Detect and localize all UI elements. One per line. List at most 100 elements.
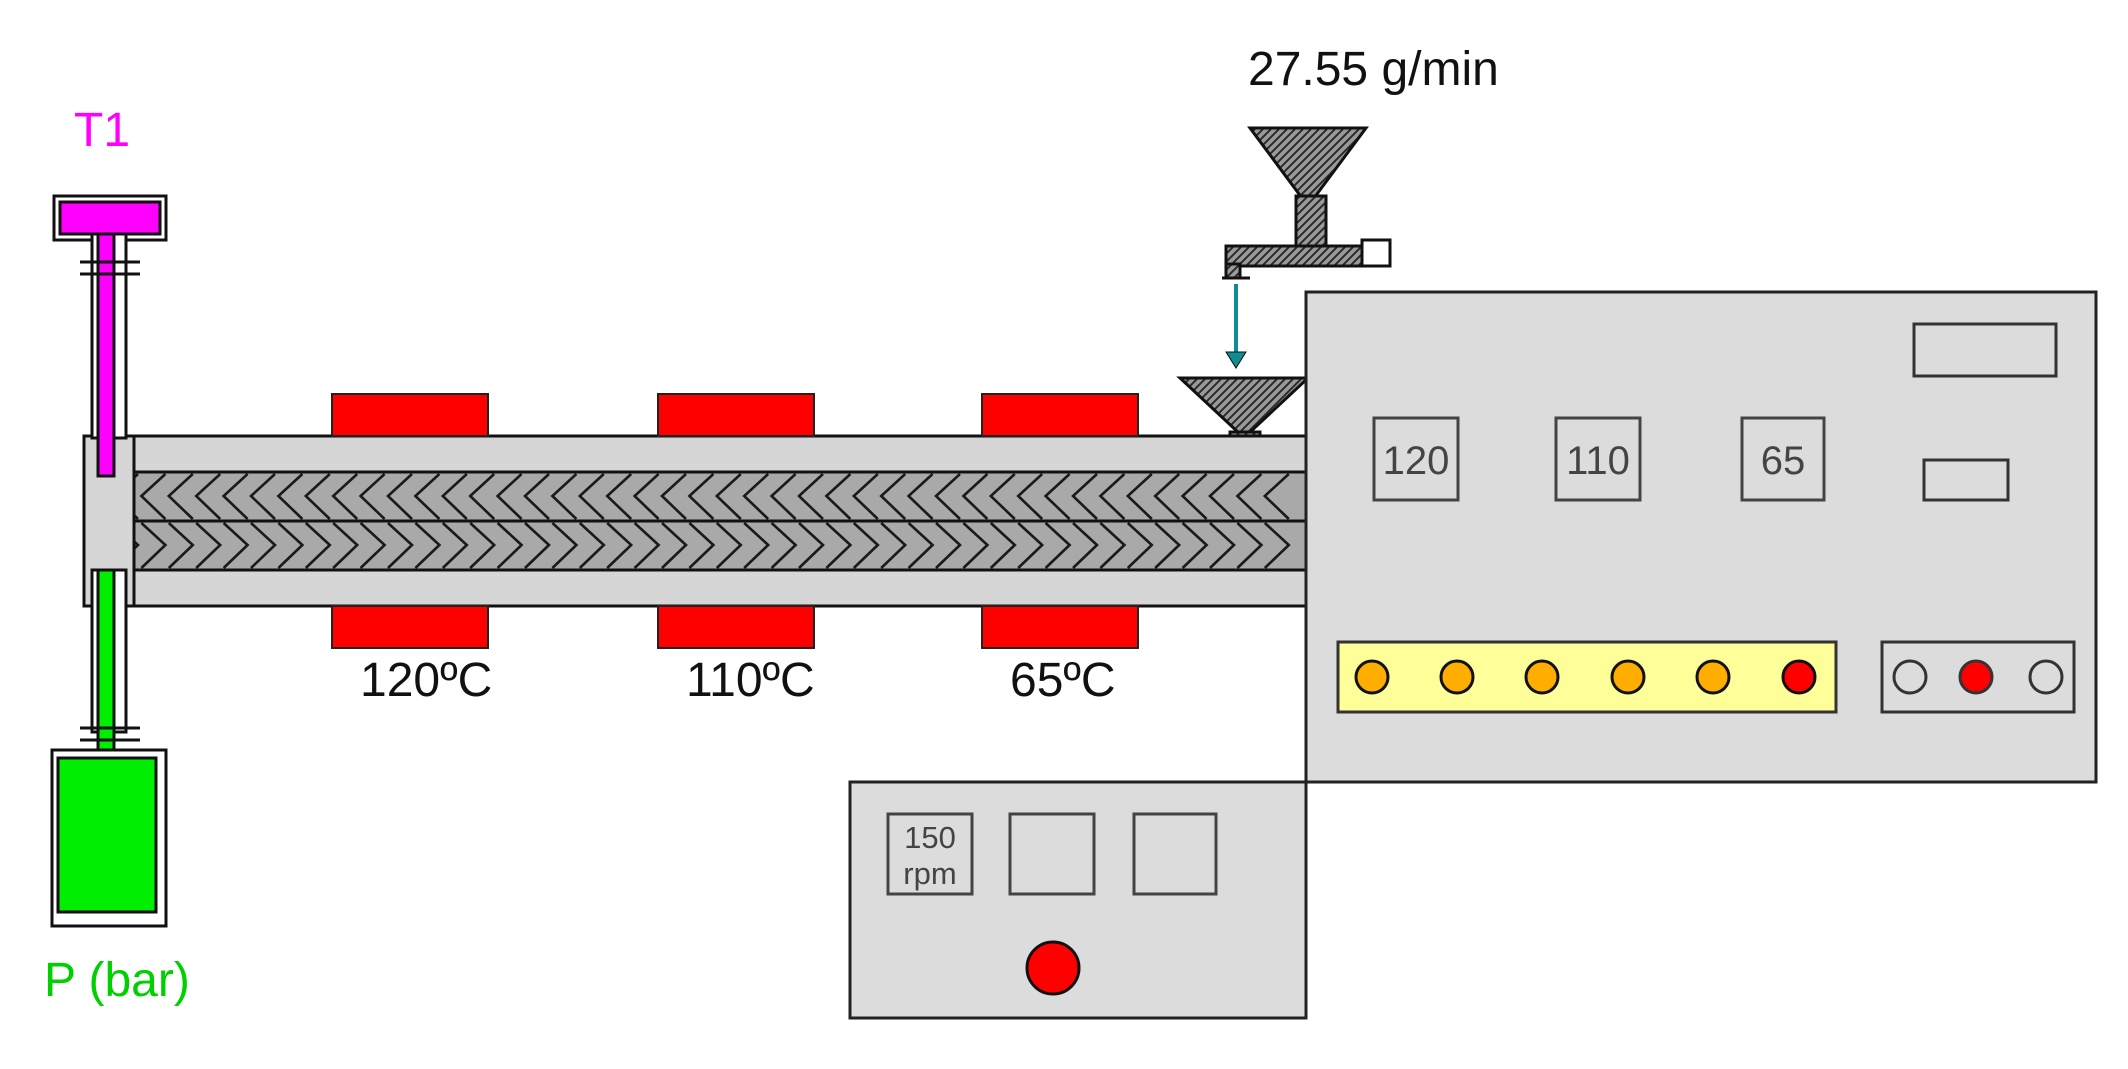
screw-flight [880,522,908,569]
screw-flight [879,473,907,520]
screw-flight [989,522,1017,569]
screw-flight [358,473,386,520]
screw-flight [1262,473,1290,520]
screw-flight [852,522,880,569]
screw-flight [468,473,496,520]
screw-flight [469,522,497,569]
screw-flight [1099,522,1127,569]
heater-zone-3-top [981,393,1139,437]
screw-flight [851,473,879,520]
panel-indicator-box-top [1912,322,2058,378]
feed-rate-label: 27.55 g/min [1248,43,1499,96]
screw-flight [1181,522,1209,569]
motor-display-2 [1008,812,1096,896]
screw-flight [331,473,359,520]
screw-flight [906,473,934,520]
extruder-barrel [82,434,1320,608]
screw-flight [577,473,605,520]
screw-flight [440,473,468,520]
screw-flight [1263,522,1291,569]
screw-flight [249,473,276,520]
screw-flight [140,522,168,569]
screw-flight [934,473,961,520]
feeder-motor-box [1360,238,1392,268]
screw-flight [633,522,661,569]
screw-flight [550,473,578,520]
indicator-light [1439,659,1475,695]
screw-flight [332,522,360,569]
feed-arrow-icon [1225,284,1247,369]
feeder-outlet [1224,262,1242,280]
screw-flight [578,522,606,569]
indicator-light [1695,659,1731,695]
indicator-light [1610,659,1646,695]
switch-light [2028,659,2064,695]
screw-flight [495,473,523,520]
screw-speed-display [886,812,974,896]
zone-2-display [1554,416,1642,502]
motor-stop-button [1025,940,1081,996]
screw-speed-unit: rpm [903,856,956,891]
screw-flight [222,522,250,569]
screw-flight [195,522,223,569]
indicator-lights [1354,659,1817,695]
feeder-hopper-cone [1247,126,1369,200]
screw-flight [139,473,167,520]
heater-zone-3-bottom [981,605,1139,649]
screw-flight [798,522,825,569]
screw-flight [606,522,634,569]
screw-flight [961,473,989,520]
zone-1-display [1372,416,1460,502]
screw-flight [715,522,743,569]
screw-flight [551,522,579,569]
temperature-probe-label: T1 [74,104,130,157]
screw-flight [1235,473,1263,520]
screw-flight [907,522,935,569]
screw-flight [304,522,332,569]
screw-flight [1126,522,1154,569]
screw-flight [1209,522,1236,569]
feeder-conveyor [1224,244,1378,268]
screw-flight [935,522,962,569]
screw-flight [387,522,414,569]
screw-flight [632,473,660,520]
screw-flight [687,473,715,520]
screw-flight [276,473,304,520]
heater-zone-2-label: 110ºC [686,654,815,707]
screw-flight [1236,522,1264,569]
screw-flight [1017,522,1045,569]
motor-control-panel: 150 rpm [848,780,1308,1020]
screw-flight [660,473,687,520]
heater-zone-1-top [331,393,489,437]
heater-zone-2-top [657,393,815,437]
indicator-strip [1336,640,1838,714]
screw-flight [523,473,550,520]
extruder-hopper-cone [1176,376,1312,436]
temperature-probe [52,194,168,478]
screw-flight [824,473,852,520]
screw-flight [1125,473,1153,520]
screw-flight [414,522,442,569]
heater-zone-2-bottom [657,605,815,649]
motor-display-3 [1132,812,1218,896]
screw-flight [797,473,824,520]
screw-flight [1154,522,1182,569]
screw-flight [962,522,990,569]
zone-3-display [1740,416,1826,502]
screw-flight [359,522,387,569]
screw-flight [825,522,853,569]
screw-flight [743,522,771,569]
heater-zone-1-bottom [331,605,489,649]
screw-flight [1072,522,1099,569]
screw-flight [167,522,195,569]
screw-flight [988,473,1016,520]
switch-light [1958,659,1994,695]
zone-2-display-value: 110 [1566,439,1630,483]
screw-flight [250,522,277,569]
switch-lights [1892,659,2064,695]
screw-flight [661,522,688,569]
screw-flight [1180,473,1208,520]
screw-flight [1071,473,1098,520]
screw-flight [1043,473,1071,520]
screw-flight [496,522,524,569]
